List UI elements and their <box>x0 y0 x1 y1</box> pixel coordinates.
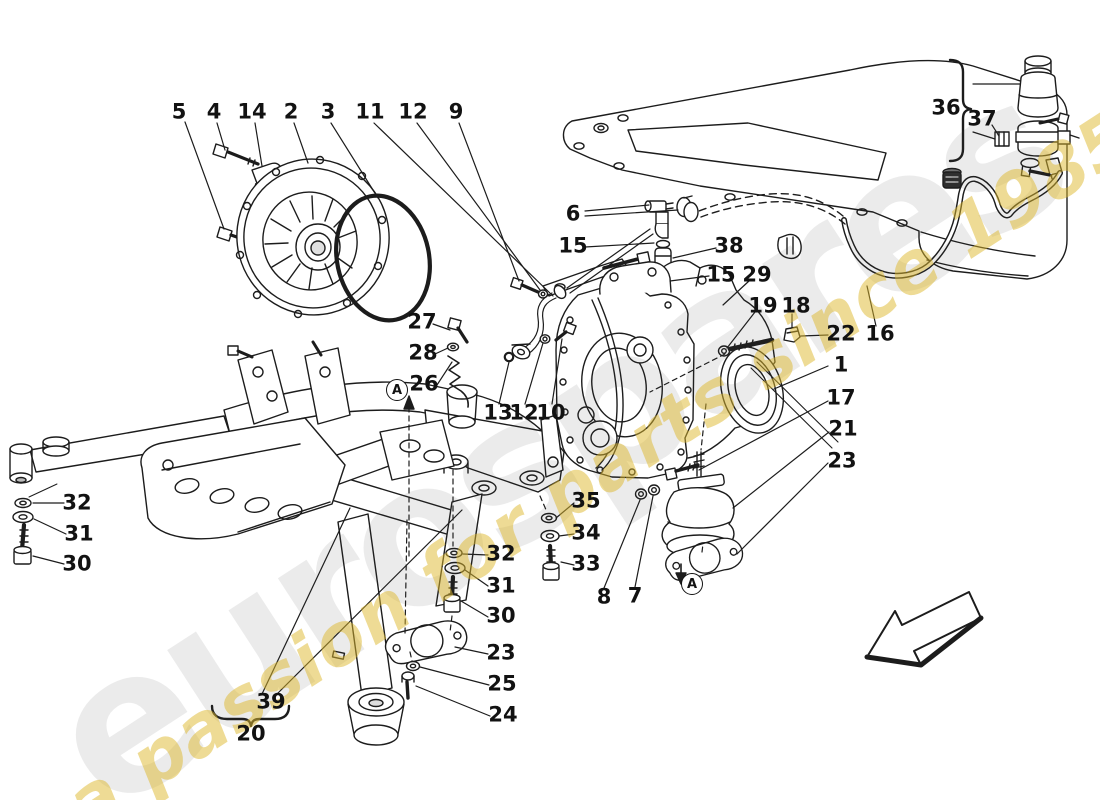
part-callout-15: 15 <box>706 262 736 287</box>
o-ring-3 <box>334 193 432 323</box>
part-callout-30: 30 <box>62 551 92 576</box>
part-callout-4: 4 <box>206 99 222 124</box>
assembly-axes <box>404 353 726 662</box>
part-callout-29: 29 <box>742 262 772 287</box>
part-callout-15: 15 <box>558 233 588 258</box>
brace-20 <box>210 704 291 728</box>
washer-8 <box>634 488 648 500</box>
cover-bolt-4 <box>212 143 260 167</box>
part-callout-2: 2 <box>283 99 299 124</box>
part-callout-39: 39 <box>256 689 286 714</box>
view-marker-A: A <box>681 573 703 595</box>
direction-arrow-icon <box>864 591 984 668</box>
part-callout-31: 31 <box>486 573 516 598</box>
part-callout-34: 34 <box>571 520 601 545</box>
part-callout-27: 27 <box>407 309 437 334</box>
view-arrow-up <box>403 395 415 410</box>
part-callout-16: 16 <box>865 321 895 346</box>
part-callout-36: 36 <box>931 95 961 120</box>
part-callout-18: 18 <box>781 293 811 318</box>
diff-mount-stud <box>717 326 801 357</box>
hose-grommet <box>942 167 962 189</box>
gearbox-top-plate <box>562 59 1068 280</box>
part-callout-14: 14 <box>237 99 267 124</box>
differential-side-cover <box>235 155 390 319</box>
part-callout-8: 8 <box>596 584 612 609</box>
subframe-fasteners-right <box>540 512 560 581</box>
subframe-fasteners-centre <box>401 547 466 700</box>
part-callout-28: 28 <box>408 340 438 365</box>
rear-subframe <box>9 340 565 746</box>
washer-7 <box>647 484 661 496</box>
part-callout-38: 38 <box>714 233 744 258</box>
part-callout-19: 19 <box>748 293 778 318</box>
part-callout-25: 25 <box>487 671 517 696</box>
part-callout-23: 23 <box>486 640 516 665</box>
oil-reservoir <box>1017 55 1059 118</box>
part-callout-37: 37 <box>967 106 997 131</box>
part-callout-31: 31 <box>64 521 94 546</box>
part-callout-21: 21 <box>828 416 858 441</box>
brace-36 <box>948 58 973 163</box>
oil-pipe-assembly <box>503 228 654 363</box>
part-callout-12: 12 <box>398 99 428 124</box>
part-callout-10: 10 <box>536 400 566 425</box>
leader-lines <box>32 83 1021 717</box>
part-callout-22: 22 <box>826 321 856 346</box>
breather-pipe-group <box>446 317 469 408</box>
left-arm-fasteners <box>12 497 34 565</box>
part-callout-35: 35 <box>571 488 601 513</box>
bolt-17 <box>664 462 700 481</box>
view-marker-A: A <box>386 379 408 401</box>
part-callout-20: 20 <box>236 721 266 746</box>
part-callout-32: 32 <box>486 541 516 566</box>
part-callout-26: 26 <box>409 371 439 396</box>
part-callout-12: 12 <box>509 400 539 425</box>
part-callout-5: 5 <box>171 99 187 124</box>
part-callout-33: 33 <box>571 551 601 576</box>
part-callout-6: 6 <box>565 201 581 226</box>
part-callout-3: 3 <box>320 99 336 124</box>
part-callout-9: 9 <box>448 99 464 124</box>
part-callout-1: 1 <box>833 352 849 377</box>
part-callout-23: 23 <box>827 448 857 473</box>
part-callout-13: 13 <box>483 400 513 425</box>
part-callout-32: 32 <box>62 490 92 515</box>
part-callout-7: 7 <box>627 583 643 608</box>
reservoir-hose <box>698 170 1063 279</box>
part-callout-24: 24 <box>488 702 518 727</box>
differential-cover <box>540 261 695 479</box>
part-callout-17: 17 <box>826 385 856 410</box>
part-callout-30: 30 <box>486 603 516 628</box>
part-callout-11: 11 <box>355 99 385 124</box>
